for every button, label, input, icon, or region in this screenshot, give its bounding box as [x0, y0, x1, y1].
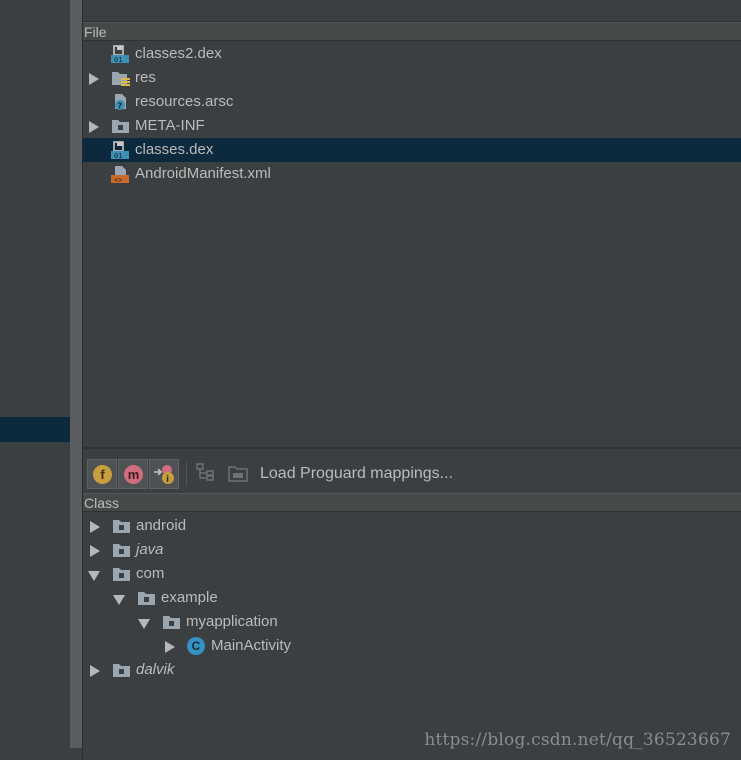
file-row-label: META-INF — [135, 117, 205, 134]
class-row-label: android — [136, 517, 187, 534]
class-row-dalvik[interactable]: dalvik — [83, 658, 741, 682]
expand-arrow-icon[interactable] — [89, 73, 99, 85]
method-icon: m — [124, 465, 143, 484]
expand-arrow-icon[interactable] — [89, 121, 99, 133]
show-references-button[interactable]: i — [149, 459, 179, 489]
expand-arrow-icon[interactable] — [165, 641, 175, 653]
class-tree-panel: Class android java com example — [83, 493, 741, 760]
class-row-label: java — [136, 541, 164, 558]
file-row-classes2-dex[interactable]: 01 classes2.dex — [83, 42, 741, 66]
svg-text:<>: <> — [114, 176, 122, 183]
file-row-meta-inf[interactable]: META-INF — [83, 114, 741, 138]
svg-text:?: ? — [118, 102, 123, 111]
arsc-file-icon: ? — [111, 93, 130, 111]
file-row-androidmanifest-xml[interactable]: <> AndroidManifest.xml — [83, 162, 741, 186]
class-toolbar: f m i Load Proguard mappings... — [83, 449, 741, 493]
dex-file-icon: 01 — [111, 45, 130, 64]
package-icon — [162, 613, 181, 631]
method-reference-icon: i — [153, 464, 177, 486]
class-row-label: MainActivity — [211, 637, 292, 654]
dex-file-icon: 01 — [111, 141, 130, 160]
collapse-arrow-icon[interactable] — [88, 571, 100, 581]
svg-text:01: 01 — [114, 56, 122, 63]
file-row-res[interactable]: res — [83, 66, 741, 90]
class-glyph: C — [187, 637, 205, 655]
class-row-mainactivity[interactable]: C MainActivity — [83, 634, 741, 658]
file-row-label: res — [135, 69, 156, 86]
collapse-arrow-icon[interactable] — [138, 619, 150, 629]
class-column-header[interactable]: Class — [83, 493, 741, 512]
folder-icon — [111, 117, 130, 135]
panel-splitter[interactable] — [83, 447, 741, 449]
collapse-arrow-icon[interactable] — [113, 595, 125, 605]
class-row-label: dalvik — [136, 661, 175, 678]
class-row-java[interactable]: java — [83, 538, 741, 562]
resource-folder-icon — [111, 69, 130, 87]
class-row-label: myapplication — [186, 613, 278, 630]
file-row-label: classes.dex — [135, 141, 214, 158]
package-icon — [112, 541, 131, 559]
package-icon — [112, 661, 131, 679]
package-icon — [137, 589, 156, 607]
package-icon — [112, 565, 131, 583]
load-proguard-mappings-link[interactable]: Load Proguard mappings... — [260, 465, 454, 482]
watermark-text: https://blog.csdn.net/qq_36523667 — [424, 730, 731, 750]
svg-text:i: i — [166, 475, 169, 485]
xml-file-icon: <> — [111, 165, 130, 184]
load-mapping-folder-icon[interactable] — [227, 462, 249, 484]
vertical-scrollbar[interactable] — [70, 0, 82, 748]
file-row-label: AndroidManifest.xml — [135, 165, 271, 182]
class-row-label: example — [161, 589, 218, 606]
left-panel-selection-row[interactable] — [0, 417, 70, 442]
show-methods-button[interactable]: m — [118, 459, 148, 489]
toolbar-separator — [186, 462, 187, 486]
left-side-panel — [0, 0, 70, 760]
field-icon: f — [93, 465, 112, 484]
class-row-myapplication[interactable]: myapplication — [83, 610, 741, 634]
file-column-header[interactable]: File — [83, 22, 741, 41]
panel-top-area — [83, 0, 741, 22]
file-row-resources-arsc[interactable]: ? resources.arsc — [83, 90, 741, 114]
class-icon: C — [187, 637, 206, 655]
expand-arrow-icon[interactable] — [90, 521, 100, 533]
class-row-android[interactable]: android — [83, 514, 741, 538]
file-row-label: classes2.dex — [135, 45, 222, 62]
hierarchy-icon[interactable] — [195, 462, 217, 484]
file-row-label: resources.arsc — [135, 93, 234, 110]
vertical-divider — [82, 0, 83, 760]
file-row-classes-dex[interactable]: 01 classes.dex — [83, 138, 741, 162]
expand-arrow-icon[interactable] — [90, 665, 100, 677]
package-icon — [112, 517, 131, 535]
class-header-label: Class — [84, 495, 120, 511]
class-row-com[interactable]: com — [83, 562, 741, 586]
class-row-label: com — [136, 565, 165, 582]
class-row-example[interactable]: example — [83, 586, 741, 610]
file-header-label: File — [84, 24, 107, 40]
svg-text:01: 01 — [114, 152, 122, 159]
file-tree-panel: File 01 classes2.dex res — [83, 0, 741, 448]
expand-arrow-icon[interactable] — [90, 545, 100, 557]
show-fields-button[interactable]: f — [87, 459, 117, 489]
